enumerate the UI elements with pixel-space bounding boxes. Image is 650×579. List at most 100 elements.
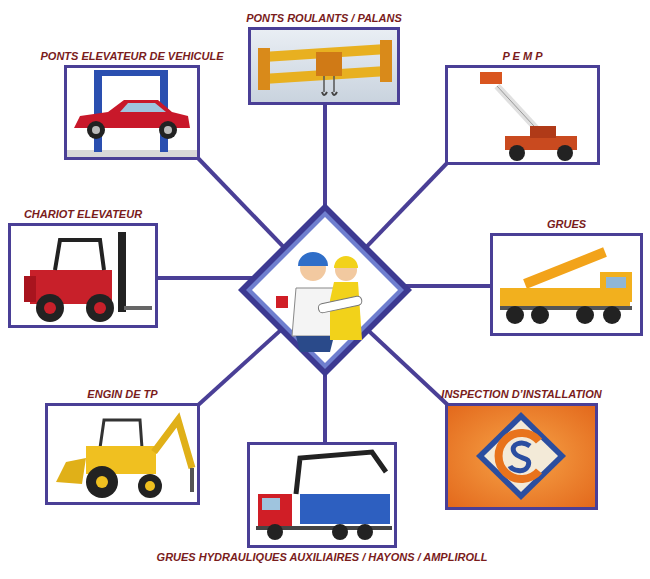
vehicle-lift-picture-shape (94, 70, 168, 76)
node-heading: PONTS ELEVATEUR DE VEHICULE (41, 50, 224, 63)
forklift-picture-shape (86, 294, 114, 322)
box-ground-shape (64, 65, 200, 160)
equipment-box: ENGIN DE TP (45, 403, 200, 505)
node-heading: CHARIOT ELEVATEUR (24, 208, 142, 221)
forklift-picture-shape (36, 294, 64, 322)
forklift-picture-shape (44, 302, 56, 314)
backhoe-picture-shape (138, 474, 162, 498)
box-ground-shape (45, 403, 200, 505)
forklift-picture (24, 232, 152, 322)
workers-picture-shape (296, 336, 334, 352)
equipment-box: INSPECTION D’INSTALLATION (445, 403, 598, 510)
centre-diamond (238, 203, 412, 377)
backhoe-picture-shape (56, 458, 86, 484)
mobile-crane-picture-shape (606, 277, 626, 288)
equipment-box: P E M P (445, 65, 600, 165)
backhoe-picture-shape (100, 420, 142, 448)
inspection-logo (445, 403, 598, 510)
node-heading: INSPECTION D’INSTALLATION (441, 388, 601, 401)
overhead-crane-picture-shape (323, 76, 325, 92)
overhead-crane-picture-shape (322, 92, 327, 95)
backhoe-picture-shape (86, 466, 118, 498)
mobile-crane-picture-shape (506, 306, 524, 324)
inspection-logo-shape (499, 433, 539, 479)
box-ground-shape (8, 223, 158, 328)
overhead-crane-picture-shape (258, 48, 270, 90)
vehicle-lift-picture (66, 70, 198, 158)
overhead-crane-picture-shape (380, 40, 392, 82)
aerial-platform-picture-shape (530, 126, 556, 138)
truck-crane-picture-shape (267, 524, 283, 540)
centre-diamond-shape (238, 203, 412, 377)
inspection-logo-shape (445, 403, 598, 510)
workers-picture (276, 252, 363, 352)
workers-picture-shape (318, 296, 363, 314)
box-ground (8, 27, 643, 548)
equipment-box: GRUES (490, 233, 643, 336)
box-ground-shape (247, 442, 397, 548)
forklift-picture-shape (124, 306, 152, 310)
mobile-crane-picture-shape (603, 306, 621, 324)
equipment-box: GRUES HYDRAULIQUES AUXILIAIRES / HAYONS … (247, 442, 397, 548)
node-heading: GRUES HYDRAULIQUES AUXILIAIRES / HAYONS … (157, 551, 488, 564)
workers-picture-shape (276, 296, 288, 308)
truck-crane-picture-shape (262, 498, 280, 510)
aerial-platform-picture-shape (557, 145, 573, 161)
equipment-box: CHARIOT ELEVATEUR (8, 223, 158, 328)
truck-crane-picture (256, 452, 392, 540)
spoke-line (157, 104, 491, 443)
overhead-crane-picture (250, 29, 398, 103)
node-heading: P E M P (503, 50, 543, 63)
vehicle-lift-picture-shape (120, 103, 166, 112)
forklift-picture-shape (118, 232, 126, 312)
overhead-crane-picture-shape (250, 29, 398, 103)
truck-crane-picture-shape (296, 452, 386, 494)
vehicle-lift-picture-shape (66, 150, 198, 158)
box-ground-shape (248, 27, 400, 105)
vehicle-lift-picture-shape (94, 72, 102, 152)
overhead-crane-picture-shape (316, 52, 342, 76)
truck-crane-picture-shape (300, 494, 390, 524)
box-ground-shape (490, 233, 643, 336)
mobile-crane-picture-shape (576, 306, 594, 324)
equipment-box: PONTS ELEVATEUR DE VEHICULE (64, 65, 200, 160)
inspection-logo-shape (510, 443, 530, 471)
node-heading: PONTS ROULANTS / PALANS (246, 12, 402, 25)
forklift-picture-shape (24, 276, 36, 302)
truck-crane-picture-shape (332, 524, 348, 540)
backhoe-picture-shape (145, 481, 155, 491)
box-ground-shape (445, 65, 600, 165)
backhoe-picture (56, 420, 192, 498)
overhead-crane-picture-shape (333, 76, 335, 92)
equipment-box: PONTS ROULANTS / PALANS (248, 27, 400, 105)
node-heading: ENGIN DE TP (87, 388, 157, 401)
aerial-platform-picture-shape (480, 72, 502, 84)
inspection-logo-shape (484, 420, 558, 492)
centre-diamond-shape (252, 217, 398, 363)
workers-picture-shape (330, 282, 362, 340)
vehicle-lift-picture-shape (159, 121, 177, 139)
truck-crane-picture-shape (357, 524, 373, 540)
mobile-crane-picture-shape (531, 306, 549, 324)
aerial-platform-picture (480, 72, 577, 161)
mobile-crane-picture-shape (600, 272, 632, 302)
backhoe-picture-shape (96, 476, 108, 488)
forklift-picture-shape (94, 302, 106, 314)
truck-crane-picture-shape (258, 494, 292, 528)
vehicle-lift-picture-shape (87, 121, 105, 139)
overhead-crane-picture-shape (332, 92, 337, 95)
backhoe-picture-shape (154, 420, 192, 468)
mobile-crane-picture (500, 252, 632, 324)
vehicle-lift-picture-shape (164, 126, 172, 134)
aerial-platform-picture-shape (509, 145, 525, 161)
workers-picture-shape (298, 252, 328, 266)
workers-picture-shape (334, 256, 358, 268)
mobile-crane-picture-shape (525, 252, 605, 284)
forklift-picture-shape (55, 240, 104, 270)
backhoe-picture-shape (190, 468, 194, 492)
vehicle-lift-picture-shape (92, 126, 100, 134)
centre-diamond-shape (246, 211, 404, 369)
